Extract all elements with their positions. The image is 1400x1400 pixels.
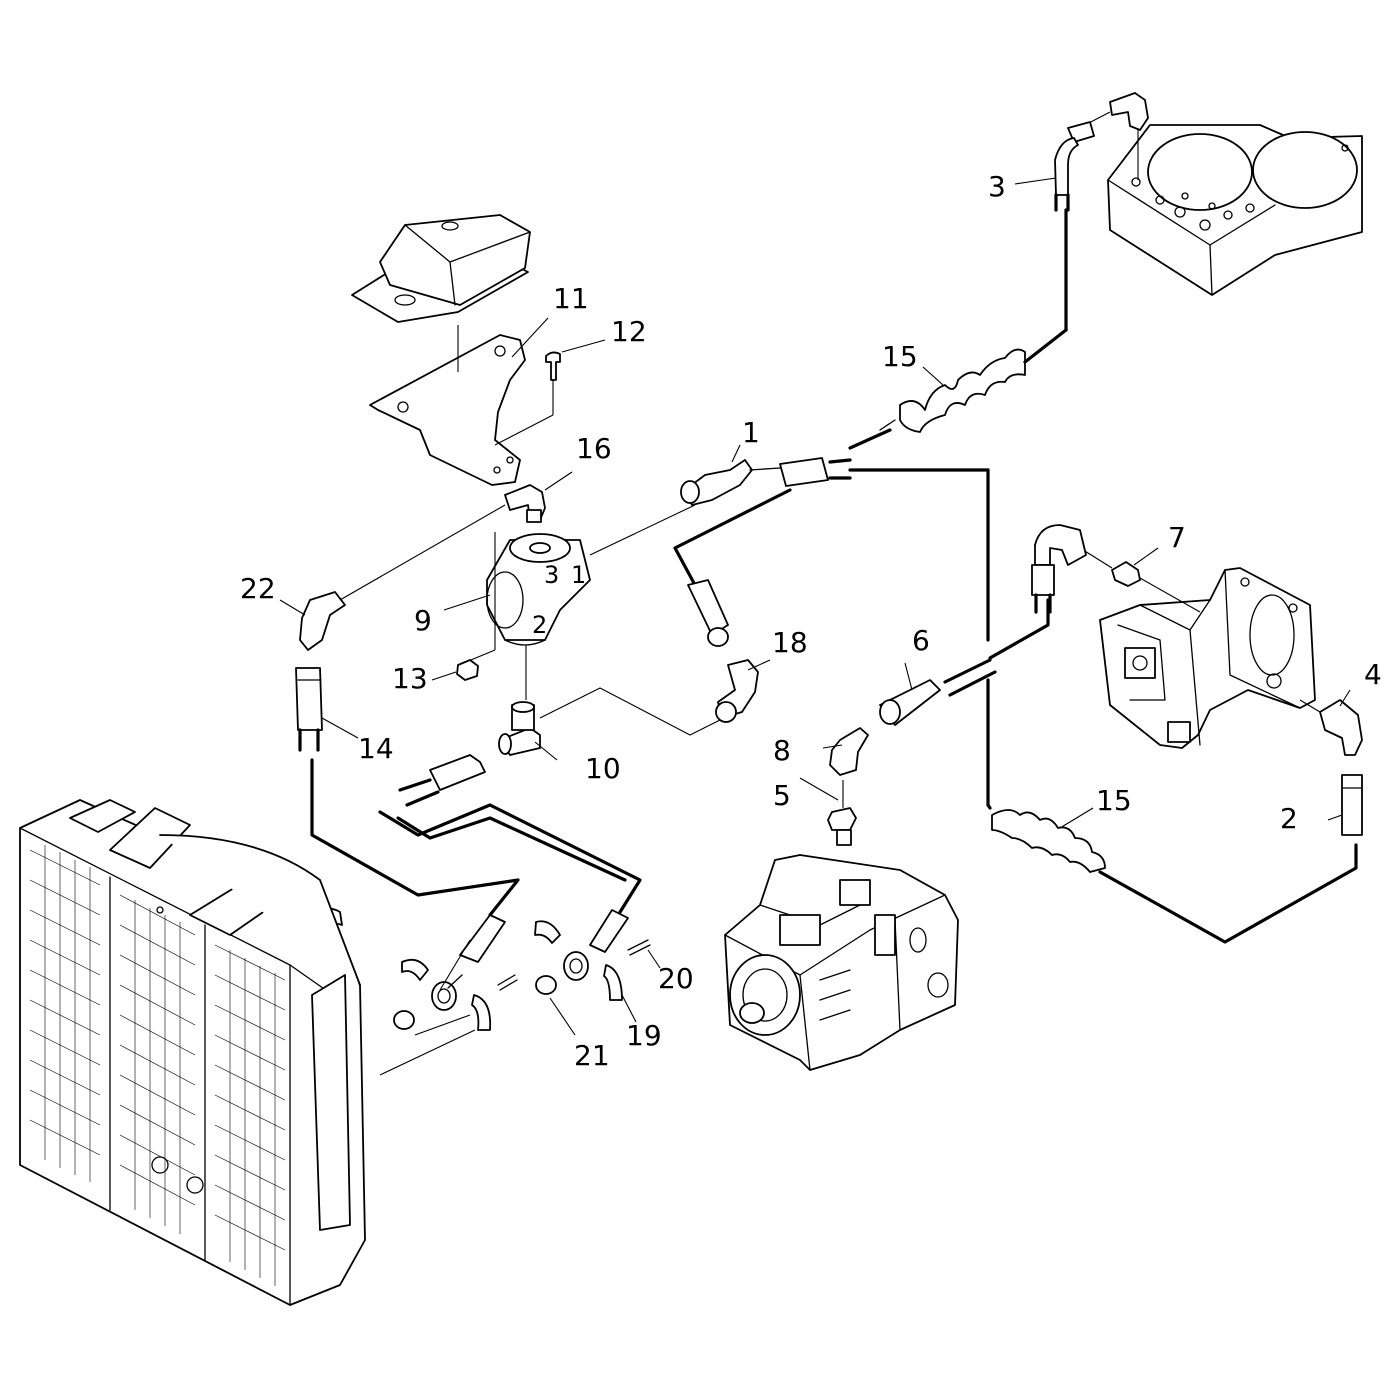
elbow-fitting-4	[1299, 699, 1363, 756]
part-labels: 1 2 3 4 5 6 7 8 9 10 11 12 13 14 15 15 1…	[240, 170, 1382, 1072]
elbow-fitting-16	[504, 484, 546, 523]
label-16: 16	[576, 432, 612, 465]
hose-spiral-guard-top	[848, 208, 1068, 450]
fitting-5	[827, 780, 857, 846]
label-15-top: 15	[882, 340, 918, 373]
valve-port-3: 3	[544, 561, 559, 589]
tee-fitting-10	[498, 701, 541, 756]
label-15-bottom: 15	[1096, 784, 1132, 817]
radiator	[19, 799, 366, 1306]
hose-head-center	[749, 457, 990, 807]
label-7: 7	[1168, 521, 1186, 554]
label-11: 11	[553, 282, 589, 315]
label-10: 10	[585, 752, 621, 785]
hydraulic-motor	[1099, 567, 1316, 749]
valve-port-1: 1	[571, 561, 586, 589]
nut-13	[456, 659, 479, 681]
hose-14-fitting	[398, 754, 486, 807]
hydraulic-pump	[724, 854, 959, 1071]
label-19: 19	[626, 1019, 662, 1052]
hose-2	[1341, 774, 1363, 836]
o-rings-21	[393, 975, 557, 1030]
hose-spiral-guard-bottom	[986, 803, 1358, 944]
bracket-11	[369, 325, 526, 486]
hose-3	[1054, 121, 1095, 212]
label-2: 2	[1280, 802, 1298, 835]
label-8: 8	[773, 734, 791, 767]
radiator-hose-flange-b	[563, 909, 629, 981]
valve-port-2: 2	[532, 611, 547, 639]
leader-lines	[279, 177, 1351, 1036]
engine-mount	[351, 214, 531, 323]
label-12: 12	[611, 315, 647, 348]
hose-straight-left	[295, 667, 323, 752]
label-20: 20	[658, 962, 694, 995]
valve-9: 3 1 2	[465, 532, 591, 700]
label-4: 4	[1364, 658, 1382, 691]
label-18: 18	[772, 626, 808, 659]
elbow-fitting-18	[715, 659, 759, 723]
bolt-12	[494, 351, 561, 446]
fitting-7	[1079, 547, 1201, 613]
engine-block	[1107, 124, 1363, 296]
label-5: 5	[773, 779, 791, 812]
label-9: 9	[414, 604, 432, 637]
label-13: 13	[392, 662, 428, 695]
elbow-fitting-8	[829, 727, 869, 776]
elbow-fitting-22	[299, 591, 346, 651]
label-22: 22	[240, 572, 276, 605]
fitting-1	[680, 459, 753, 506]
label-1: 1	[742, 416, 760, 449]
hose-18-line	[673, 488, 792, 647]
bolts-20	[497, 939, 651, 991]
clamp-halves-19	[401, 920, 623, 1031]
label-6: 6	[912, 624, 930, 657]
label-14: 14	[358, 732, 394, 765]
radiator-hose-flange-a	[431, 914, 506, 1011]
elbow-fitting-right	[1031, 524, 1087, 614]
radiator-grid	[29, 845, 286, 1286]
label-3: 3	[988, 170, 1006, 203]
hose-6	[879, 598, 1050, 726]
label-21: 21	[574, 1039, 610, 1072]
